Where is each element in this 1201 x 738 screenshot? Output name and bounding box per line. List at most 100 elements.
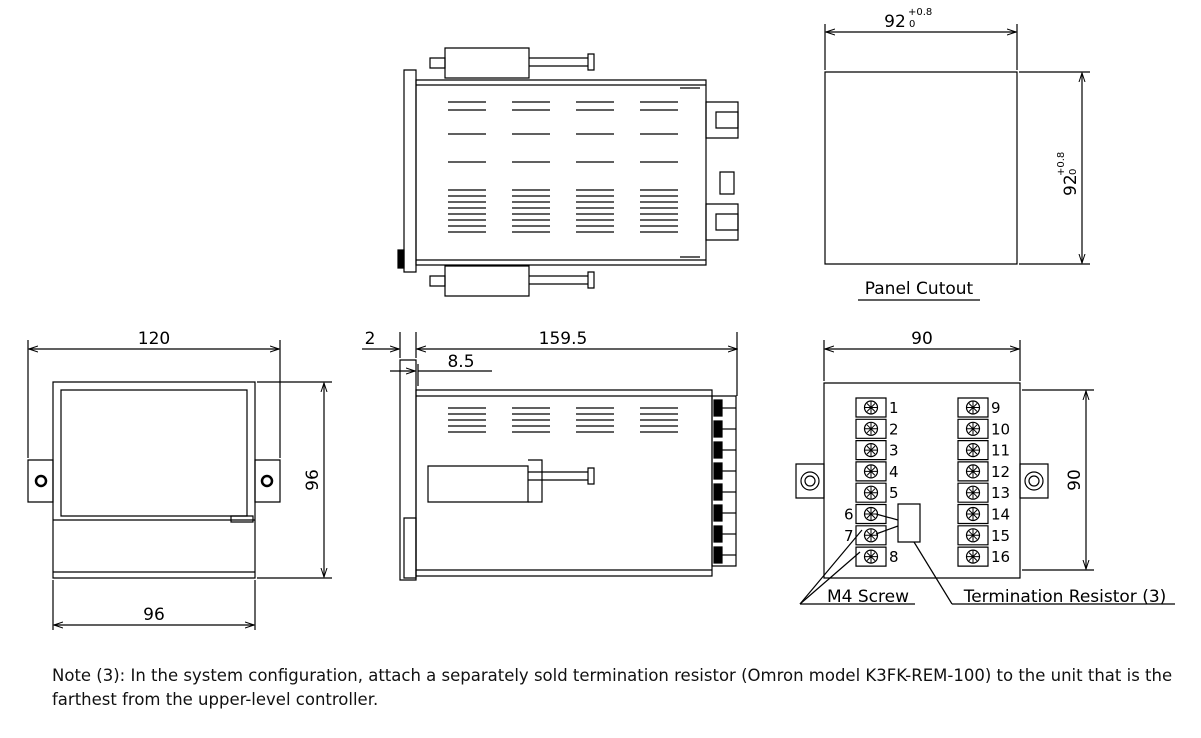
terminal-block <box>958 419 988 438</box>
terminal-screw-icon <box>967 465 980 478</box>
m4-screw-label: M4 Screw <box>827 587 909 607</box>
rear-view <box>796 340 1175 604</box>
screw-cross-icon <box>967 444 979 456</box>
cutout-width-tol-upper: +0.8 <box>908 7 932 18</box>
termination-resistor-label: Termination Resistor (3) <box>963 587 1167 607</box>
screw-cross-icon <box>865 529 877 541</box>
terminal-screw-icon <box>967 529 980 542</box>
terminal-screw-icon <box>865 486 878 499</box>
footnote: Note (3): In the system configuration, a… <box>52 666 1173 709</box>
terminal-block <box>958 398 988 417</box>
terminal-screw-icon <box>967 508 980 521</box>
terminal-screw-side <box>714 526 722 542</box>
top-view <box>398 48 738 296</box>
rear-height-value: 90 <box>1065 469 1085 491</box>
terminal-screw-icon <box>865 508 878 521</box>
cutout-height-tol-lower: 0 <box>1068 169 1079 175</box>
terminal-screw-icon <box>967 486 980 499</box>
screw-cross-icon <box>865 423 877 435</box>
terminal-screw-icon <box>967 422 980 435</box>
bezel-thickness-value: 2 <box>365 329 376 349</box>
terminal-block <box>856 526 886 545</box>
depth-value: 159.5 <box>539 329 588 349</box>
terminal-screw-side <box>714 442 722 458</box>
terminal-block <box>856 398 886 417</box>
screw-cross-icon <box>967 551 979 563</box>
screw-cross-icon <box>967 508 979 520</box>
body-width-value: 96 <box>143 605 165 625</box>
terminal-block <box>856 547 886 566</box>
terminal-number: 15 <box>991 527 1010 545</box>
terminal-number: 8 <box>889 548 899 566</box>
front-view <box>28 340 332 630</box>
side-view-terminals <box>714 400 736 563</box>
cutout-width-tol-lower: 0 <box>909 19 915 30</box>
terminal-number: 11 <box>991 442 1010 460</box>
terminal-block <box>958 483 988 502</box>
screw-cross-icon <box>967 529 979 541</box>
front-height-value: 96 <box>303 469 323 491</box>
screw-cross-icon <box>967 423 979 435</box>
screw-cross-icon <box>967 487 979 499</box>
terminal-number: 4 <box>889 463 899 481</box>
panel-cutout <box>825 24 1090 300</box>
dimension-drawing: 92 +0.8 0 92 +0.8 0 Panel Cutout 120 96 … <box>0 7 1201 630</box>
terminal-screw-icon <box>865 529 878 542</box>
screw-cross-icon <box>967 465 979 477</box>
screw-cross-icon <box>865 487 877 499</box>
screw-cross-icon <box>865 551 877 563</box>
terminal-block <box>958 526 988 545</box>
screw-cross-icon <box>967 402 979 414</box>
terminal-screw-icon <box>865 550 878 563</box>
rear-width-value: 90 <box>911 329 933 349</box>
panel-offset-value: 8.5 <box>447 352 474 372</box>
terminal-block <box>856 462 886 481</box>
screw-cross-icon <box>865 465 877 477</box>
terminal-block <box>856 419 886 438</box>
cutout-height-value: 92 <box>1061 174 1081 196</box>
terminal-number: 2 <box>889 420 899 438</box>
terminal-number: 6 <box>844 506 854 524</box>
terminal-screw-icon <box>865 444 878 457</box>
terminal-screw-side <box>714 484 722 500</box>
terminal-block <box>856 505 886 524</box>
side-view <box>362 332 737 580</box>
top-view-vents <box>448 102 678 232</box>
terminal-screw-side <box>714 400 722 416</box>
panel-cutout-label: Panel Cutout <box>865 279 974 299</box>
terminal-block <box>958 441 988 460</box>
terminal-screw-side <box>714 547 722 563</box>
terminal-screw-icon <box>967 550 980 563</box>
cutout-height-tol-upper: +0.8 <box>1056 152 1067 176</box>
terminal-block <box>958 547 988 566</box>
terminal-number: 5 <box>889 484 899 502</box>
terminal-screw-icon <box>865 422 878 435</box>
screw-cross-icon <box>865 402 877 414</box>
terminal-number: 10 <box>991 420 1010 438</box>
terminal-screw-icon <box>967 401 980 414</box>
terminal-screw-side <box>714 421 722 437</box>
side-view-vents <box>448 408 678 432</box>
terminal-number: 16 <box>991 548 1010 566</box>
terminal-number: 13 <box>991 484 1010 502</box>
terminal-number: 14 <box>991 506 1010 524</box>
terminal-number: 7 <box>844 527 854 545</box>
screw-cross-icon <box>865 508 877 520</box>
terminal-screw-icon <box>967 444 980 457</box>
terminal-number: 3 <box>889 442 899 460</box>
terminal-number: 1 <box>889 399 899 417</box>
terminal-block <box>856 441 886 460</box>
terminal-screw-icon <box>865 401 878 414</box>
screw-cross-icon <box>865 444 877 456</box>
terminal-block <box>958 462 988 481</box>
terminal-block <box>856 483 886 502</box>
terminal-screw-side <box>714 505 722 521</box>
terminal-screw-side <box>714 463 722 479</box>
terminal-block <box>958 505 988 524</box>
terminal-number: 9 <box>991 399 1001 417</box>
front-width-value: 120 <box>138 329 170 349</box>
terminal-number: 12 <box>991 463 1010 481</box>
terminal-screw-icon <box>865 465 878 478</box>
cutout-width-value: 92 <box>884 12 906 32</box>
